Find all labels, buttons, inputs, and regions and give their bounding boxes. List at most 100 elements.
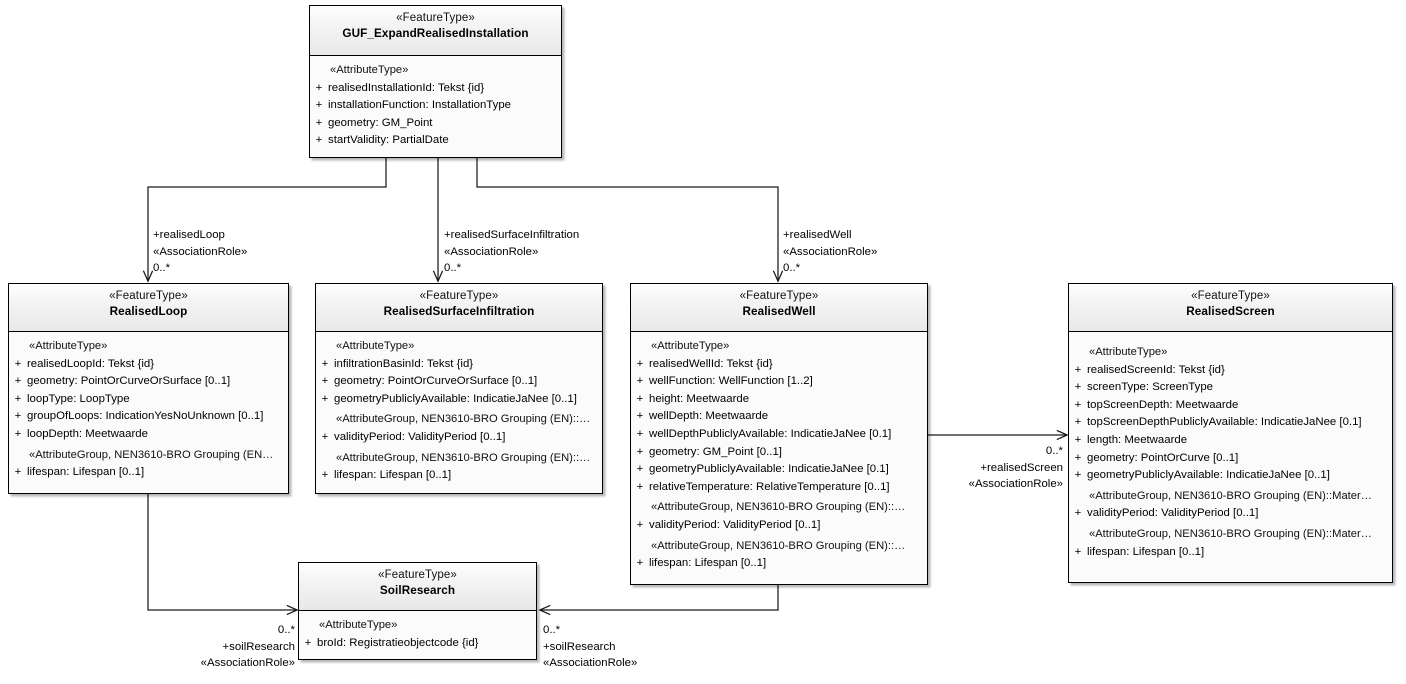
class-header: «FeatureType» SoilResearch [299,563,536,611]
attribute-group-label: «AttributeGroup, NEN3610-BRO Grouping (E… [29,448,274,461]
attribute-text: validityPeriod: ValidityPeriod [0..1] [649,518,821,531]
attribute-text: realisedScreenId: Tekst {id} [1087,363,1225,376]
class-realisedsurfaceinfiltration[interactable]: «FeatureType» RealisedSurfaceInfiltratio… [315,283,603,494]
visibility: + [636,427,644,440]
class-name: RealisedWell [742,305,816,318]
attribute-group-label: «AttributeGroup, NEN3610-BRO Grouping (E… [651,501,906,514]
attribute-row: + geometryPubliclyAvailable: IndicatieJa… [1069,467,1392,485]
attribute-row: + startValidity: PartialDate [310,132,561,150]
attribute-text: realisedInstallationId: Tekst {id} [328,81,485,94]
class-attributes: «AttributeType» + realisedWellId: Tekst … [631,332,927,578]
association-role-name: +soilResearch [543,640,616,653]
visibility: + [636,463,644,476]
attribute-text: lifespan: Lifespan [0..1] [1087,545,1205,558]
connector-realisedwell-to-soilresearch [540,585,779,610]
class-header: «FeatureType» RealisedWell [631,284,927,332]
visibility: + [14,466,22,479]
attribute-row: + geometry: PointOrCurveOrSurface [0..1] [9,373,288,391]
attribute-group-label: «AttributeGroup, NEN3610-BRO Grouping (E… [336,451,591,464]
association-multiplicity: 0..* [543,624,561,636]
attribute-row: + groupOfLoops: IndicationYesNoUnknown [… [9,408,288,426]
attribute-row: + wellFunction: WellFunction [1..2] [631,373,927,391]
attribute-row: + wellDepthPubliclyAvailable: IndicatieJ… [631,426,927,444]
class-stereotype: «FeatureType» [739,290,819,302]
class-attributes: «AttributeType» + realisedInstallationId… [310,56,561,155]
class-header: «FeatureType» RealisedLoop [9,284,288,332]
visibility: + [1074,451,1082,464]
association-label-soilresearch-right: 0..* +soilResearch «AssociationRole» [543,622,637,672]
association-multiplicity: 0..* [783,262,801,274]
class-stereotype: «FeatureType» [419,290,499,302]
attribute-row: + topScreenDepthPubliclyAvailable: Indic… [1069,414,1392,432]
class-stereotype: «FeatureType» [396,12,475,24]
attribute-text: startValidity: PartialDate [328,134,449,147]
association-stereotype: «AssociationRole» [968,478,1063,490]
association-multiplicity: 0..* [153,262,171,274]
attribute-row: + validityPeriod: ValidityPeriod [0..1] [631,517,927,535]
class-header: «FeatureType» RealisedScreen [1069,284,1392,332]
attribute-row: + geometry: PointOrCurve [0..1] [1069,450,1392,468]
visibility: + [636,375,644,388]
association-stereotype: «AssociationRole» [543,657,638,669]
association-label-realisedsurfaceinfiltration: +realisedSurfaceInfiltration «Associatio… [444,227,579,277]
class-attributes: «AttributeType» + broId: Registratieobje… [299,611,536,658]
attribute-text: topScreenDepth: Meetwaarde [1087,398,1239,411]
class-realisedwell[interactable]: «FeatureType» RealisedWell «AttributeTyp… [630,283,928,585]
visibility: + [321,392,329,405]
attribute-text: groupOfLoops: IndicationYesNoUnknown [0.… [27,410,264,423]
attribute-text: screenType: ScreenType [1087,381,1213,394]
association-label-realisedwell: +realisedWell «AssociationRole» 0..* [783,227,877,277]
visibility: + [1074,416,1082,429]
class-name: SoilResearch [379,584,456,597]
attribute-row: + realisedWellId: Tekst {id} [631,356,927,374]
attribute-row: + relativeTemperature: RelativeTemperatu… [631,479,927,497]
visibility: + [315,99,323,112]
visibility: + [315,81,323,94]
visibility: + [636,410,644,423]
visibility: + [321,357,329,370]
compartment-label: «AttributeType» [319,619,398,631]
attribute-text: validityPeriod: ValidityPeriod [0..1] [1087,507,1259,520]
class-attributes: «AttributeType» + infiltrationBasinId: T… [316,332,602,490]
compartment-label: «AttributeType» [651,340,730,352]
attribute-row: + geometryPubliclyAvailable: IndicatieJa… [316,391,602,409]
attribute-row: + wellDepth: Meetwaarde [631,408,927,426]
attribute-text: lifespan: Lifespan [0..1] [27,466,145,479]
attribute-row: + realisedLoopId: Tekst {id} [9,356,288,374]
compartment-label: «AttributeType» [336,340,415,352]
visibility: + [1074,363,1082,376]
visibility: + [321,469,329,482]
association-multiplicity: 0..* [1045,445,1063,457]
class-realisedloop[interactable]: «FeatureType» RealisedLoop «AttributeTyp… [8,283,289,494]
attribute-text: geometry: PointOrCurveOrSurface [0..1] [27,375,231,388]
attribute-row: + validityPeriod: ValidityPeriod [0..1] [316,429,602,447]
visibility: + [636,557,644,570]
class-soilresearch[interactable]: «FeatureType» SoilResearch «AttributeTyp… [298,562,537,660]
compartment-label: «AttributeType» [330,64,409,76]
class-name: RealisedLoop [109,305,188,318]
attribute-text: realisedWellId: Tekst {id} [649,357,773,370]
association-role-name: +realisedScreen [980,461,1063,474]
visibility: + [315,116,323,129]
attribute-row: + lifespan: Lifespan [0..1] [9,464,288,482]
class-header: «FeatureType» GUF_ExpandRealisedInstalla… [310,6,561,56]
class-guf-expandrealisedinstallation[interactable]: «FeatureType» GUF_ExpandRealisedInstalla… [309,5,562,158]
attribute-text: length: Meetwaarde [1087,433,1188,446]
class-realisedscreen[interactable]: «FeatureType» RealisedScreen «AttributeT… [1068,283,1393,583]
attribute-text: loopDepth: Meetwaarde [27,427,148,440]
attribute-row: + geometryPubliclyAvailable: IndicatieJa… [631,461,927,479]
visibility: + [1074,469,1082,482]
attribute-group-label: «AttributeGroup, NEN3610-BRO Grouping (E… [1089,527,1372,540]
visibility: + [1074,507,1082,520]
attribute-text: geometryPubliclyAvailable: IndicatieJaNe… [334,392,577,405]
association-stereotype: «AssociationRole» [444,245,539,258]
association-label-soilresearch-left: 0..* +soilResearch «AssociationRole» [130,622,295,672]
attribute-row: + infiltrationBasinId: Tekst {id} [316,356,602,374]
attribute-text: wellFunction: WellFunction [1..2] [649,375,813,388]
visibility: + [315,134,323,147]
attribute-row: + broId: Registratieobjectcode {id} [299,635,536,653]
attribute-row: + geometry: GM_Point [310,115,561,133]
attribute-text: geometryPubliclyAvailable: IndicatieJaNe… [649,463,889,476]
association-stereotype: «AssociationRole» [783,245,878,258]
